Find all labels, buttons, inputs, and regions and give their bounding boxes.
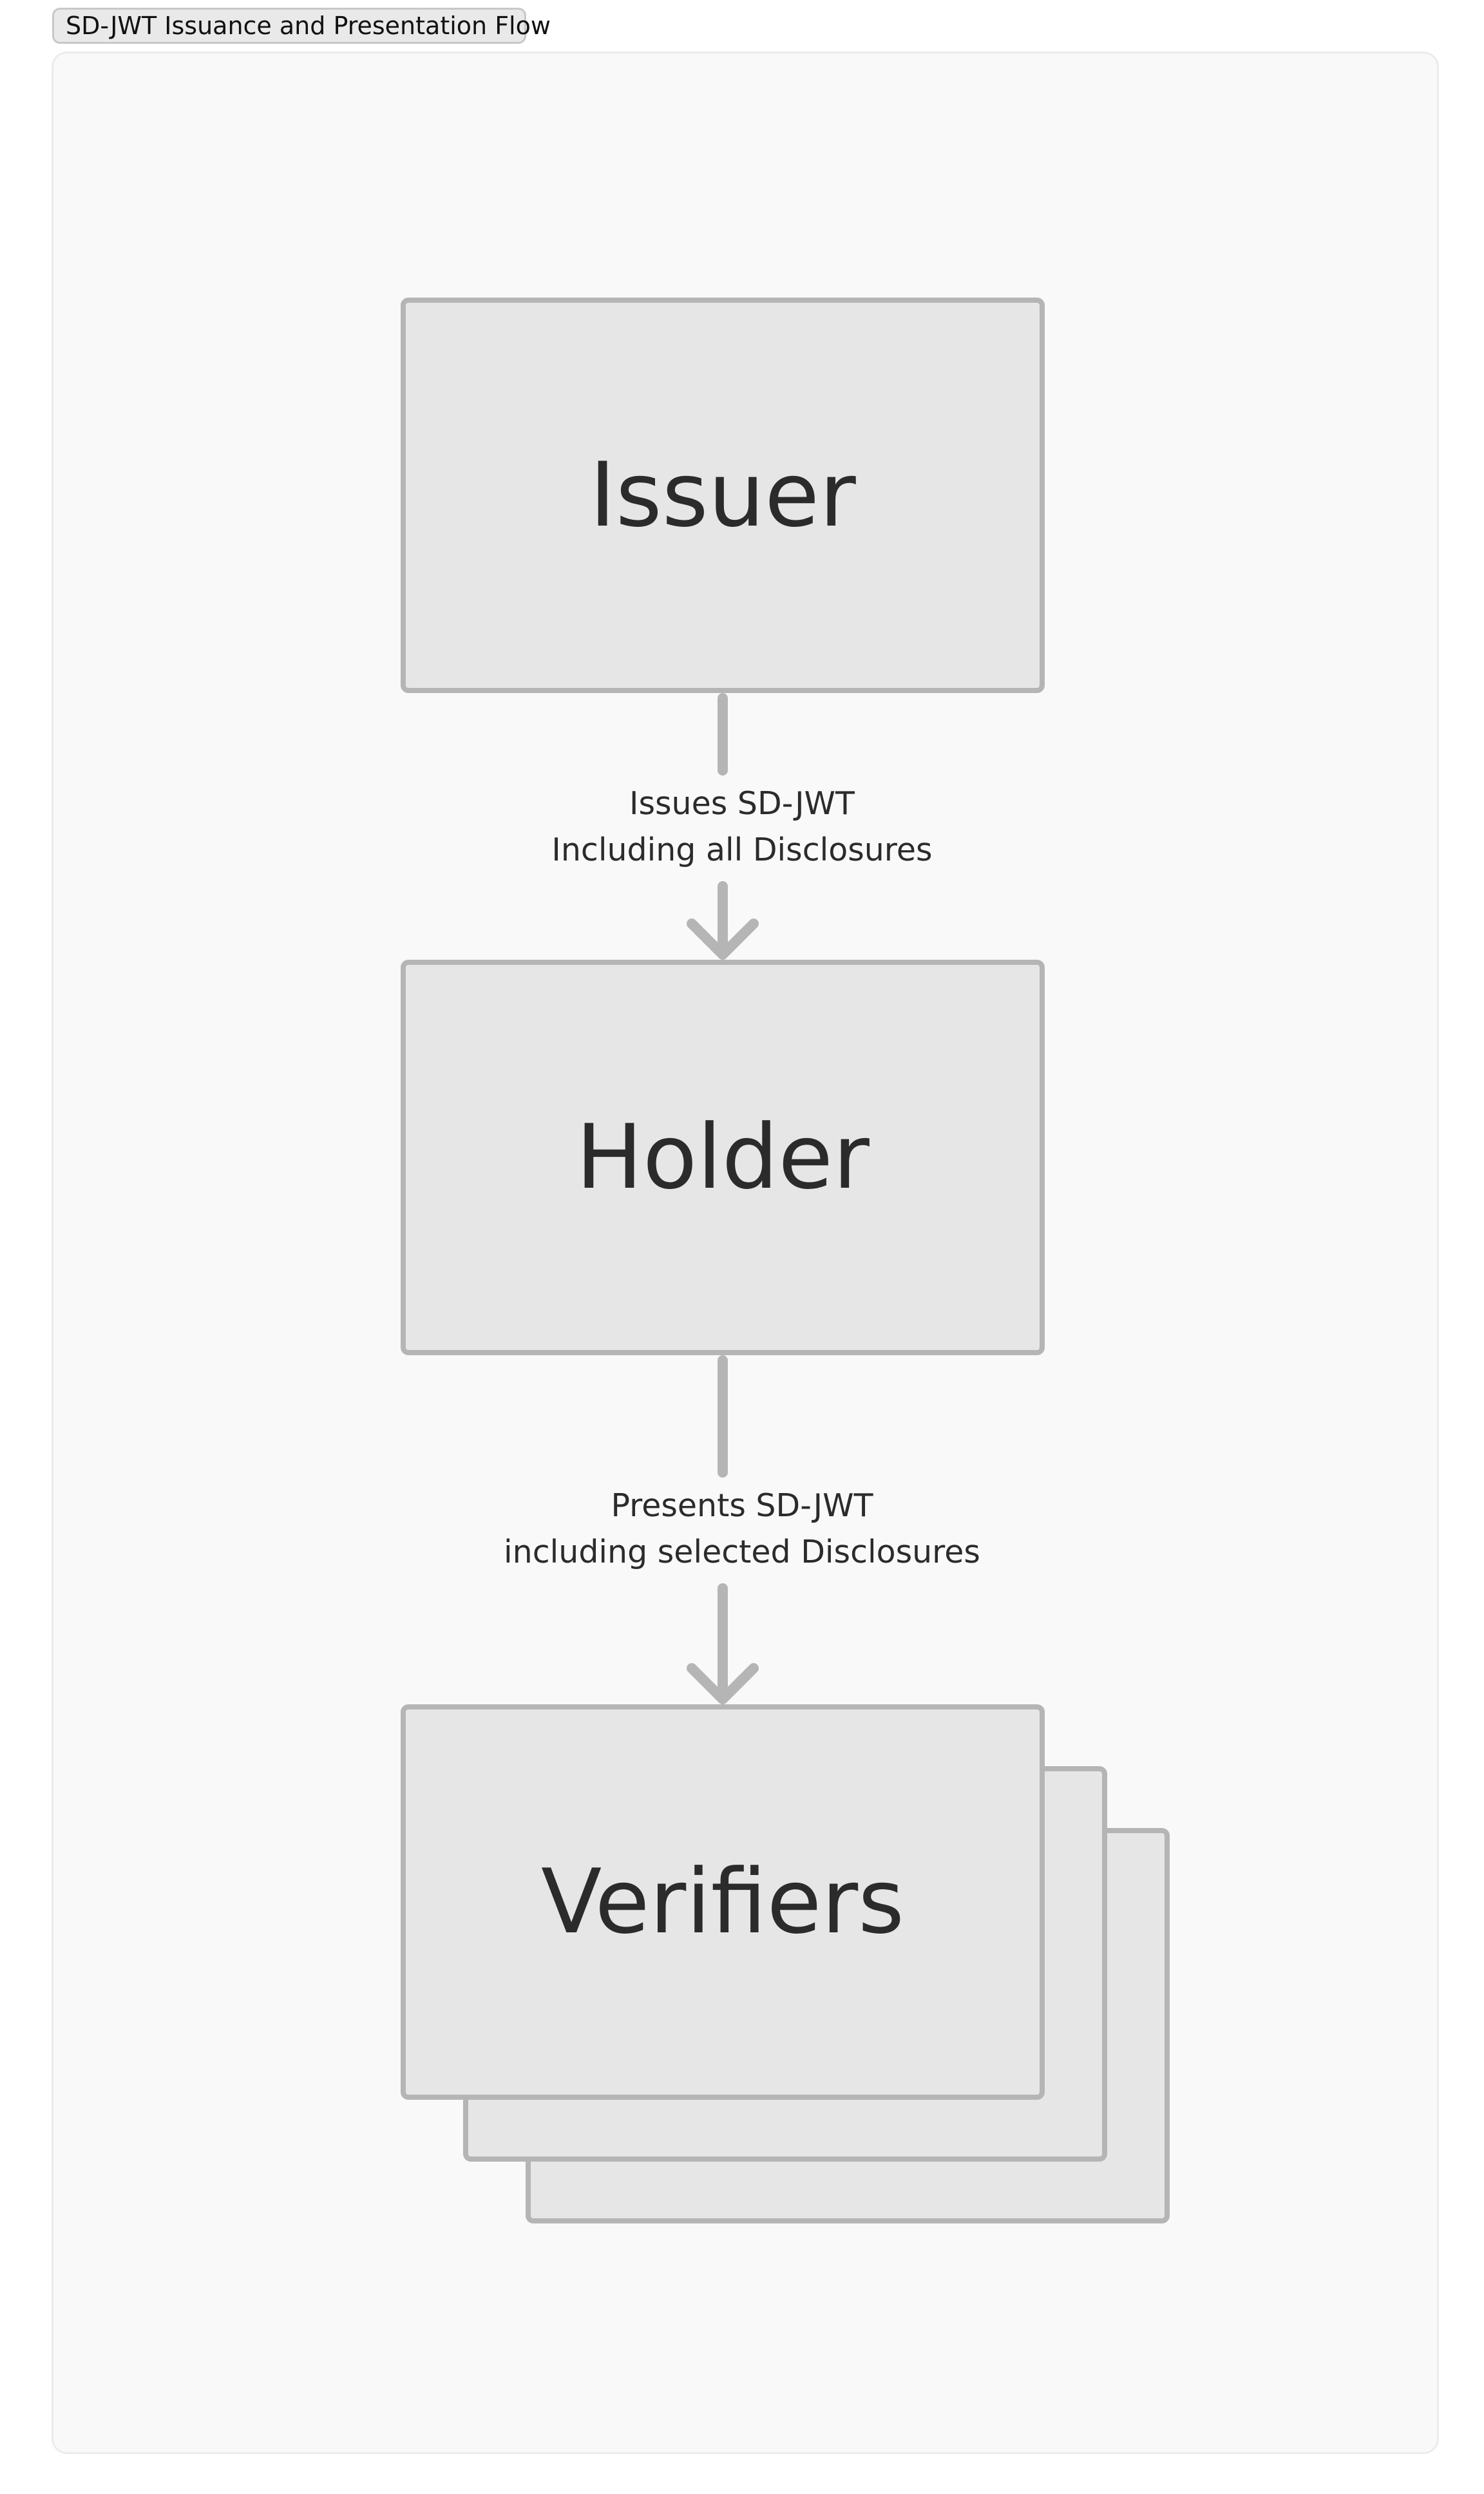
- issuer-node: Issuer: [401, 298, 1045, 693]
- holder-verifiers-line-top: [718, 1355, 728, 1478]
- holder-verifiers-label-line2: including selected Disclosures: [504, 1534, 980, 1570]
- holder-verifiers-line-bottom: [718, 1583, 728, 1699]
- verifiers-label: Verifiers: [540, 1850, 905, 1954]
- issuer-holder-label-line1: Issues SD-JWT: [629, 785, 855, 822]
- diagram-title-tab[interactable]: SD-JWT Issuance and Presentation Flow: [52, 8, 551, 44]
- issuer-holder-arrowhead: [687, 919, 759, 960]
- holder-node: Holder: [401, 960, 1045, 1355]
- holder-label: Holder: [576, 1105, 870, 1209]
- issuer-holder-line-top: [718, 693, 728, 776]
- holder-verifiers-label-line1: Presents SD-JWT: [611, 1487, 873, 1524]
- verifiers-node: Verifiers: [401, 1704, 1045, 2100]
- issuer-label: Issuer: [589, 443, 856, 547]
- issuer-holder-label-line2: Including all Disclosures: [551, 832, 933, 868]
- issuer-holder-line-bottom: [718, 881, 728, 951]
- holder-verifiers-arrowhead: [687, 1663, 759, 1704]
